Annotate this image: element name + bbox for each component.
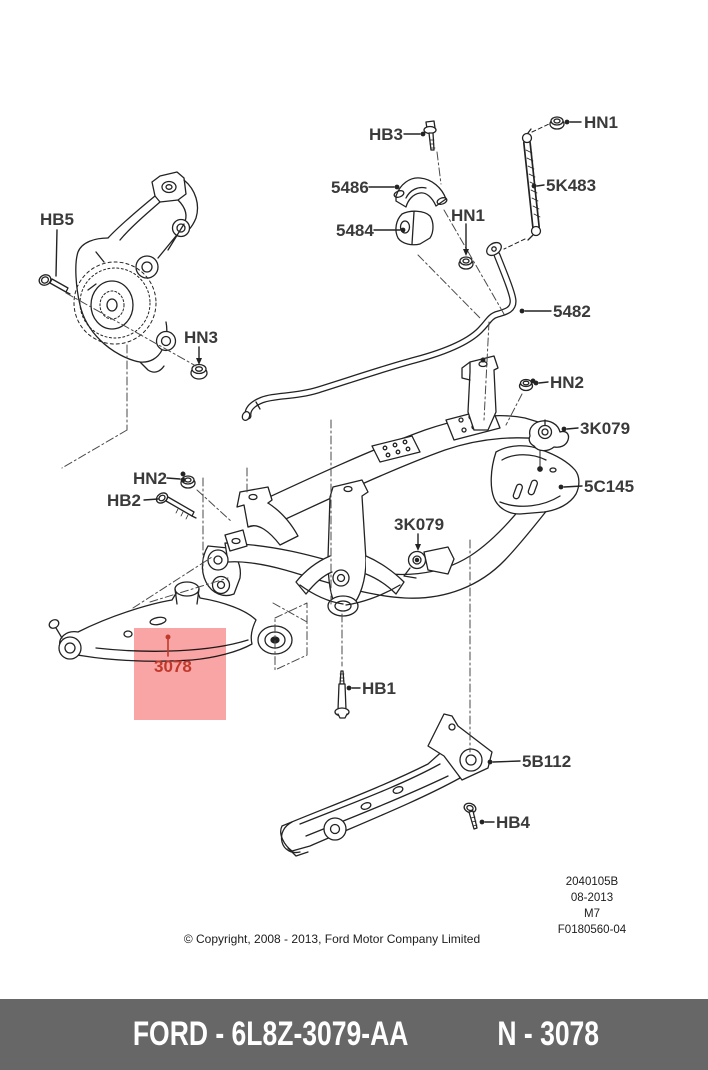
subframe-drawing	[201, 355, 580, 617]
stamp-line: M7	[584, 908, 600, 920]
nut-hn2-right-drawing	[518, 378, 536, 392]
callout-hn2-left[interactable]: HN2	[133, 469, 168, 488]
stamp-line: 08-2013	[570, 892, 614, 904]
bolt-hb3-drawing	[423, 120, 437, 151]
nut-hn3-drawing	[190, 363, 208, 380]
callout-hb4[interactable]: HB4	[496, 813, 531, 832]
stabilizer-bar-drawing	[241, 241, 517, 421]
callout-3078-highlighted[interactable]: 3078	[154, 657, 192, 676]
knuckle-drawing	[73, 171, 199, 373]
bolt-hb5-drawing	[38, 274, 71, 295]
footer-part-number: FORD - 6L8Z-3079-AA	[133, 1015, 409, 1053]
footer-part-bar: FORD - 6L8Z-3079-AA N - 3078	[0, 999, 708, 1070]
parts-diagram-canvas	[38, 116, 583, 857]
callout-5486[interactable]: 5486	[331, 178, 369, 197]
callout-hb5[interactable]: HB5	[40, 210, 75, 229]
copyright-notice: © Copyright, 2008 - 2013, Ford Motor Com…	[183, 932, 481, 946]
callout-5k483[interactable]: 5K483	[546, 176, 597, 195]
callout-hn1-mid[interactable]: HN1	[451, 206, 486, 225]
drawing-stamp: 2040105B 08-2013 M7 F0180560-04	[512, 874, 672, 938]
assembly-axis-lines	[61, 151, 523, 753]
stamp-line: F0180560-04	[557, 924, 627, 936]
callout-5c145[interactable]: 5C145	[584, 477, 635, 496]
crossmember-drawing	[280, 713, 493, 857]
bolt-hb1-drawing	[334, 670, 350, 719]
stabilizer-link-drawing	[503, 123, 550, 250]
bolt-hb4-drawing	[463, 802, 478, 830]
nut-hn1-top-drawing	[549, 116, 565, 130]
bushing-drawing	[395, 210, 434, 246]
callout-hb1[interactable]: HB1	[362, 679, 397, 698]
stamp-line: 2040105B	[565, 876, 619, 888]
callout-hn1-top[interactable]: HN1	[584, 113, 619, 132]
callout-hn2-right[interactable]: HN2	[550, 373, 585, 392]
nut-hn1-mid-drawing	[458, 256, 474, 270]
callout-5482[interactable]: 5482	[553, 302, 591, 321]
part-highlight	[134, 628, 226, 720]
bolt-hb2-drawing	[155, 492, 197, 520]
callout-3k079-mid[interactable]: 3K079	[394, 515, 445, 534]
bushing-bracket-drawing	[393, 177, 448, 208]
footer-ref-number: N - 3078	[497, 1015, 600, 1053]
callout-leaders	[55, 119, 583, 825]
callout-3k079-right[interactable]: 3K079	[580, 419, 631, 438]
callout-hb2[interactable]: HB2	[107, 491, 142, 510]
callout-hb3[interactable]: HB3	[369, 125, 404, 144]
callout-5484[interactable]: 5484	[336, 221, 374, 240]
control-arm-drawing	[48, 581, 293, 662]
callout-5b112[interactable]: 5B112	[522, 752, 572, 771]
callout-hn3[interactable]: HN3	[184, 328, 219, 347]
